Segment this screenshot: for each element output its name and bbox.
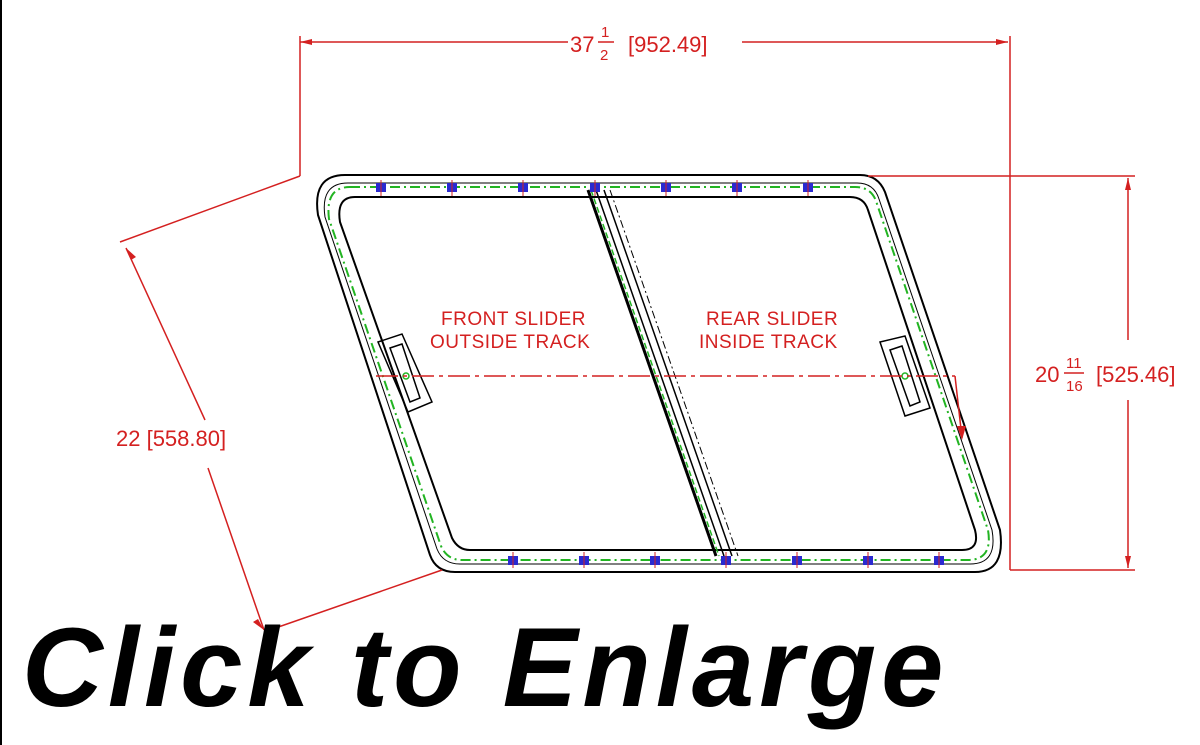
fastener-icon bbox=[590, 180, 600, 196]
fastener-icon bbox=[721, 552, 731, 568]
width-dim-whole: 37 bbox=[570, 32, 594, 57]
track-line-outer bbox=[323, 182, 994, 565]
height-dimension bbox=[868, 175, 1135, 571]
fastener-icon bbox=[934, 552, 944, 568]
fastener-icon bbox=[376, 180, 386, 196]
arrowhead bbox=[957, 426, 966, 440]
fastener-icon bbox=[803, 180, 813, 196]
height-dim-frac-den: 16 bbox=[1066, 378, 1083, 395]
width-dim-frac-den: 2 bbox=[600, 47, 608, 64]
fastener-icon bbox=[518, 180, 528, 196]
fastener-icon bbox=[732, 180, 742, 196]
width-dim-frac-num: 1 bbox=[601, 24, 609, 41]
rear-slider-track-label: INSIDE TRACK bbox=[699, 332, 838, 353]
fastener-icon bbox=[447, 180, 457, 196]
fastener-icon bbox=[863, 552, 873, 568]
left-latch bbox=[376, 333, 433, 413]
fastener-icon bbox=[508, 552, 518, 568]
fastener-icon bbox=[650, 552, 660, 568]
fastener-icon bbox=[661, 180, 671, 196]
width-dim-metric: [952.49] bbox=[628, 32, 708, 57]
front-slider-label: FRONT SLIDER bbox=[441, 309, 586, 330]
center-mullion bbox=[586, 189, 739, 557]
front-slider-track-label: OUTSIDE TRACK bbox=[430, 332, 590, 353]
click-to-enlarge-link[interactable]: Click to Enlarge bbox=[22, 605, 949, 730]
inner-frame bbox=[338, 196, 978, 551]
fastener-icon bbox=[792, 552, 802, 568]
slant-dim-label: 22 [558.80] bbox=[116, 426, 226, 451]
height-dim-whole: 20 bbox=[1035, 362, 1059, 387]
width-dimension bbox=[119, 36, 1011, 570]
slant-dimension bbox=[125, 247, 443, 633]
outer-frame bbox=[316, 174, 1002, 573]
height-dim-metric: [525.46] bbox=[1096, 362, 1176, 387]
height-dim-frac-num: 11 bbox=[1066, 355, 1082, 372]
top-fasteners bbox=[376, 180, 813, 196]
window-frame bbox=[316, 174, 1002, 573]
rear-slider-label: REAR SLIDER bbox=[706, 309, 838, 330]
track-line bbox=[327, 186, 990, 561]
fastener-icon bbox=[579, 552, 589, 568]
bottom-fasteners bbox=[508, 552, 944, 568]
